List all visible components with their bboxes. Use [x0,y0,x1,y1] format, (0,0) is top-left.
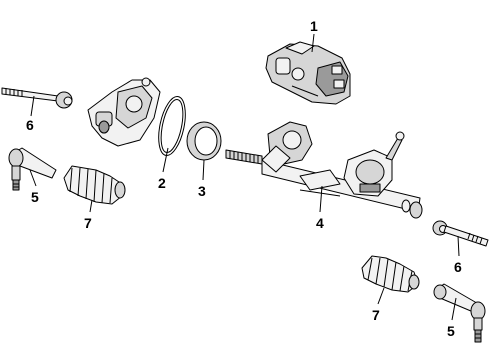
callout-4: 4 [316,215,324,231]
pinion-housing [87,77,161,147]
tie-rod-left [1,87,73,109]
leader-6b [457,235,460,257]
o-ring [158,96,186,156]
leader-1 [311,33,315,53]
leader-7b [377,287,385,305]
callout-5-right: 5 [447,323,455,339]
tie-rod-end-left [8,147,57,191]
leader-4 [319,185,323,213]
boot-right [361,255,420,293]
callout-7-left: 7 [84,215,92,231]
callout-2: 2 [158,175,166,191]
leader-7a [89,199,93,213]
steering-gear-rack [225,121,423,219]
leader-5b [451,297,457,321]
tie-rod-right [432,220,489,247]
leader-6a [30,95,35,117]
callout-1: 1 [310,18,318,34]
callout-3: 3 [198,183,206,199]
leader-3 [202,159,205,181]
boot-left [63,165,126,205]
callout-6-left: 6 [26,117,34,133]
callout-5-left: 5 [31,189,39,205]
callout-7-right: 7 [372,307,380,323]
leader-2 [162,147,169,173]
tie-rod-end-right [433,283,486,343]
seal-ring [186,121,222,161]
electric-motor-assembly [265,41,351,105]
leader-5a [29,169,37,187]
callout-6-right: 6 [454,259,462,275]
